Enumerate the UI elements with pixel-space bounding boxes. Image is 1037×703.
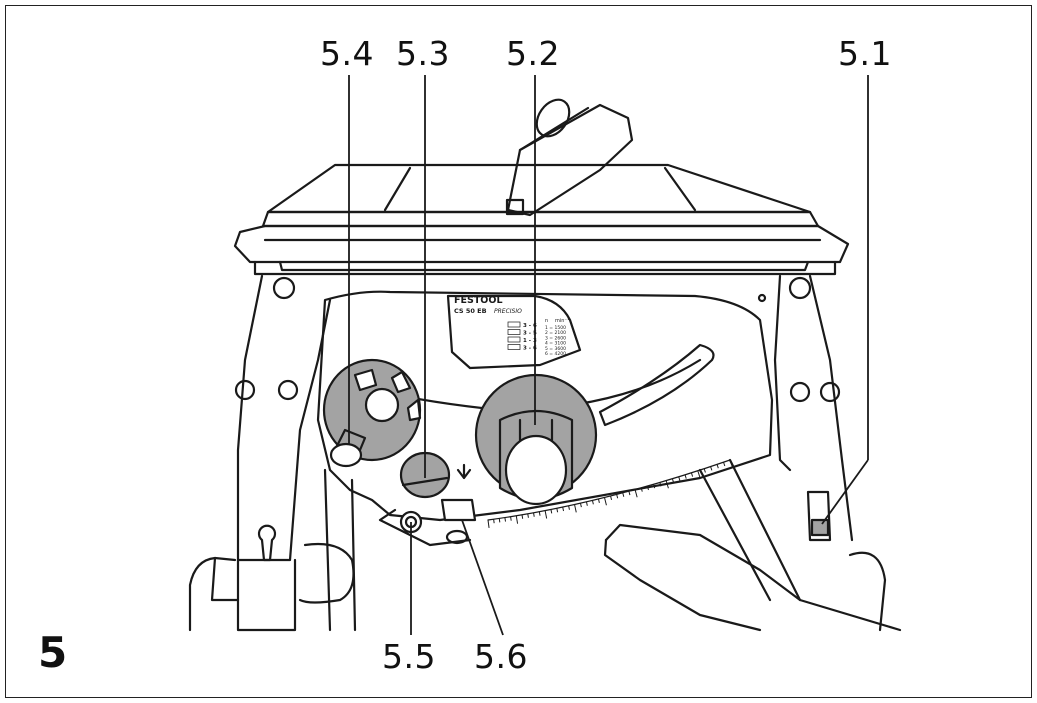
callout-5-6: 5.6 [474,637,528,676]
panel-model: CS 50 EB [454,307,487,315]
scale-tick [574,504,577,513]
blade-guard [505,98,634,217]
scale-tick [585,501,588,506]
panel-speed: 5 = 3600 [545,346,566,352]
scale-tick [640,487,643,492]
panel-setting: 3 - 6 [523,346,537,352]
panel-setting: 1 - 3 [523,338,537,344]
scale-tick [579,503,582,508]
callout-5-4: 5.4 [320,34,374,73]
panel-indicator [507,329,521,335]
scale-tick [684,474,687,479]
panel-indicator [507,344,521,350]
panel-header-unit: min⁻¹ [555,318,569,324]
scale-tick [562,506,565,512]
panel-indicator [507,336,521,343]
scale-tick [723,462,726,467]
panel-speed: 3 = 2600 [545,335,566,341]
scale-tick [538,511,541,516]
scale-tick [510,516,512,521]
panel-series: PRECISIO [494,308,522,315]
figure-frame [5,5,1032,698]
scale-tick [493,519,495,524]
callout-5-1: 5.1 [838,34,892,73]
scale-tick [716,464,719,469]
leader-5-6 [461,519,504,636]
scale-tick [671,478,675,483]
scale-tick [591,500,594,505]
scale-tick [697,470,701,479]
scale-tick [568,505,570,510]
panel-speed: 1 = 1500 [545,325,566,331]
callout-5-3: 5.3 [396,34,450,73]
panel-text: FESTOOL CS 50 EB PRECISIO n min⁻¹ [454,295,569,324]
switch-5-6 [440,463,477,545]
panel-speed: 6 = 4200 [545,351,566,357]
lock-5-1 [806,490,832,542]
scale-tick [544,510,548,519]
scale-tick [550,509,553,514]
scale-tick [653,484,656,489]
panel-setting: 3 - 5 [523,331,537,337]
scale-ticks [487,459,734,528]
scale-tick [504,517,506,522]
handwheel-5-2 [474,373,598,506]
extension-arm [603,458,902,632]
scale-tick [515,515,519,524]
scale-tick [710,466,713,471]
knob-5-4 [322,358,422,468]
scale-tick [533,512,535,517]
callout-5-5: 5.5 [382,637,436,676]
panel-brand: FESTOOL [454,295,503,306]
scale-tick [628,491,631,496]
scale-tick [597,498,600,503]
scale-tick [729,459,734,468]
scale-tick [527,513,529,518]
carry-handle-left [188,542,355,632]
saw-frame [234,274,854,632]
figure-number: 5 [38,628,68,677]
callout-5-2: 5.2 [506,34,560,73]
panel-header-n: n [545,318,548,324]
scale-tick [634,489,638,498]
scale-tick [678,476,681,481]
scale-tick [498,518,501,523]
scale-tick [622,492,625,497]
scale-tick [659,482,662,487]
scale-tick [703,468,706,473]
scale-tick [690,472,694,477]
scale-tick [556,508,559,513]
scale-tick [610,495,613,500]
panel-setting: 3 - 6 [523,323,537,329]
info-panel [446,294,582,370]
scale-tick [604,497,607,506]
panel-speed: 2 = 2100 [545,330,566,336]
scale-tick [521,514,524,519]
saw-table-top [233,163,850,276]
scale-tick [616,494,619,499]
panel-indicator [507,321,521,328]
scale-tick [665,480,669,489]
panel-speed: 4 = 3100 [545,341,566,347]
scale-tick [646,485,649,491]
scale-tick [487,519,490,528]
